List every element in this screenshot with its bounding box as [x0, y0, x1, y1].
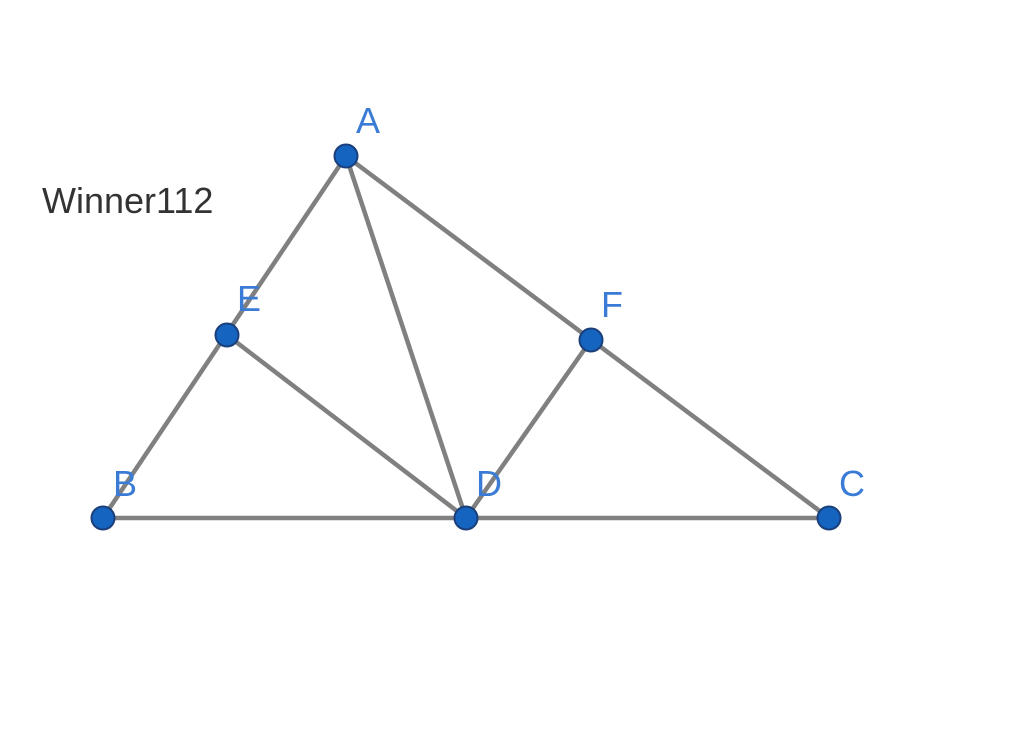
labels-group: A B C D E F: [113, 100, 865, 504]
point-f[interactable]: [578, 327, 604, 353]
point-label-e: E: [237, 278, 261, 319]
point-label-f: F: [601, 284, 623, 325]
point-label-c: C: [839, 463, 865, 504]
point-d[interactable]: [453, 505, 479, 531]
point-label-d: D: [476, 463, 502, 504]
segments-group: [100, 153, 832, 521]
segment-fd: [463, 337, 594, 521]
segment-ad: [343, 153, 469, 521]
segment-ed: [224, 332, 469, 521]
point-label-a: A: [356, 100, 380, 141]
point-e[interactable]: [214, 322, 240, 348]
watermark-text: Winner112: [42, 180, 214, 221]
point-label-b: B: [113, 463, 137, 504]
point-a[interactable]: [333, 143, 359, 169]
point-b[interactable]: [90, 505, 116, 531]
points-group: [90, 143, 842, 531]
point-c[interactable]: [816, 505, 842, 531]
